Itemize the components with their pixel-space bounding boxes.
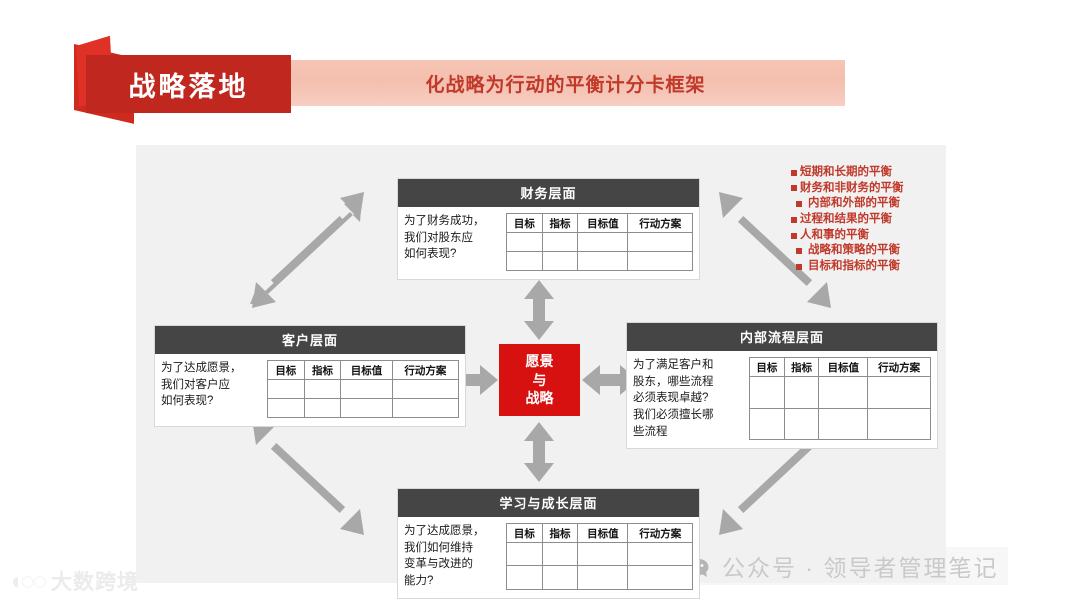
- wechat-watermark: 公众号 · 领导者管理笔记: [672, 547, 1009, 585]
- list-item: 人和事的平衡: [791, 228, 904, 242]
- vision-strategy-center[interactable]: 愿景 与 战略: [499, 344, 580, 416]
- vision-line-1: 愿景: [525, 352, 554, 369]
- column-header-objective: 目标: [267, 360, 305, 380]
- balance-item-label: 战略和策略的平衡: [808, 244, 900, 257]
- square-bullet-icon: [796, 263, 802, 270]
- arrow-center-internal: [582, 363, 638, 397]
- table-row[interactable]: [506, 541, 693, 567]
- column-header-initiative: 行动方案: [867, 357, 931, 377]
- list-item: 内部和外部的平衡: [791, 198, 904, 210]
- balance-item-label: 目标和指标的平衡: [808, 260, 900, 273]
- wechat-watermark-label: 公众号 · 领导者管理笔记: [722, 555, 999, 581]
- arrow-center-financial: [522, 280, 556, 340]
- column-header-target: 目标值: [818, 357, 869, 377]
- table-row[interactable]: [506, 232, 693, 252]
- square-bullet-icon: [796, 201, 802, 208]
- column-header-initiative: 行动方案: [391, 360, 460, 380]
- list-item: 短期和长期的平衡: [791, 166, 904, 179]
- square-bullet-icon: [791, 169, 797, 176]
- section-ribbon-label: 战略落地: [128, 71, 249, 102]
- list-item: 过程和结果的平衡: [791, 214, 904, 226]
- column-header-target: 目标值: [577, 213, 629, 233]
- table-row[interactable]: [749, 407, 931, 441]
- arrow-customer-learning: [244, 417, 372, 537]
- table-row[interactable]: [506, 565, 693, 590]
- brand-watermark-label: 大数跨境: [51, 570, 140, 594]
- table-row[interactable]: [267, 398, 460, 418]
- balance-principles-list: 短期和长期的平衡 财务和非财务的平衡 内部和外部的平衡 过程和结果的平衡 人和事…: [791, 166, 904, 277]
- square-bullet-icon: [791, 185, 797, 192]
- balanced-scorecard-diagram: 财务层面 为了财务成功， 我们对股东应 如何表现? 目标 指标 目标值 行动方案: [136, 145, 946, 599]
- arrow-financial-customer: [244, 190, 372, 310]
- scorecard-table-learning-growth: 目标 指标 目标值 行动方案: [506, 523, 693, 590]
- section-ribbon: 战略落地: [86, 55, 291, 113]
- scorecard-table-customer: 目标 指标 目标值 行动方案: [267, 360, 460, 418]
- brand-watermark: ◖◌◌ 大数跨境: [8, 570, 139, 594]
- column-header-initiative: 行动方案: [627, 213, 693, 233]
- perspective-question-customer: 为了达成愿景， 我们对客户应 如何表现?: [161, 362, 242, 408]
- column-header-objective: 目标: [506, 213, 543, 233]
- perspective-title-financial: 财务层面: [398, 179, 699, 207]
- column-header-measure: 指标: [541, 523, 579, 543]
- brand-logo-icon: ◖◌◌: [8, 568, 47, 595]
- perspective-title-learning-growth: 学习与成长层面: [398, 489, 699, 517]
- vision-line-3: 战略: [525, 390, 554, 407]
- balance-item-label: 财务和非财务的平衡: [800, 181, 904, 194]
- perspective-title-internal-process: 内部流程层面: [627, 323, 937, 351]
- table-row[interactable]: [267, 379, 460, 399]
- column-header-objective: 目标: [506, 523, 543, 543]
- arrow-financial-internal: [711, 190, 839, 310]
- list-item: 目标和指标的平衡: [791, 261, 904, 273]
- perspective-question-learning-growth: 为了达成愿景， 我们如何维持 变革与改进的 能力?: [404, 525, 485, 588]
- square-bullet-icon: [791, 232, 797, 239]
- perspective-card-customer[interactable]: 客户层面 为了达成愿景， 我们对客户应 如何表现? 目标 指标 目标值 行动方案: [154, 325, 466, 427]
- perspective-question-internal-process: 为了满足客户和 股东，哪些流程 必须表现卓越? 我们必须擅长哪 些流程: [633, 359, 714, 438]
- square-bullet-icon: [796, 248, 802, 255]
- perspective-title-customer: 客户层面: [155, 326, 465, 354]
- column-header-target: 目标值: [340, 360, 393, 380]
- balance-item-label: 人和事的平衡: [800, 228, 869, 241]
- vision-line-2: 与: [532, 371, 547, 388]
- square-bullet-icon: [791, 216, 797, 223]
- column-header-measure: 指标: [783, 357, 820, 377]
- table-row[interactable]: [506, 251, 693, 271]
- column-header-measure: 指标: [541, 213, 579, 233]
- list-item: 财务和非财务的平衡: [791, 181, 904, 195]
- column-header-objective: 目标: [749, 357, 785, 377]
- column-header-measure: 指标: [303, 360, 342, 380]
- balance-item-label: 短期和长期的平衡: [800, 166, 892, 178]
- arrow-center-learning: [522, 422, 556, 482]
- perspective-card-financial[interactable]: 财务层面 为了财务成功， 我们对股东应 如何表现? 目标 指标 目标值 行动方案: [397, 178, 700, 280]
- table-row[interactable]: [749, 376, 931, 409]
- balance-item-label: 内部和外部的平衡: [808, 197, 900, 210]
- page-header: 化战略为行动的平衡计分卡框架 战略落地: [0, 0, 1080, 140]
- table-header-row: 目标 指标 目标值 行动方案: [506, 213, 693, 233]
- scorecard-table-internal-process: 目标 指标 目标值 行动方案: [749, 357, 931, 441]
- table-header-row: 目标 指标 目标值 行动方案: [267, 360, 460, 380]
- page-title: 化战略为行动的平衡计分卡框架: [425, 74, 706, 96]
- perspective-card-internal-process[interactable]: 内部流程层面 为了满足客户和 股东，哪些流程 必须表现卓越? 我们必须擅长哪 些…: [626, 322, 938, 450]
- list-item: 战略和策略的平衡: [791, 245, 904, 257]
- column-header-initiative: 行动方案: [627, 523, 693, 543]
- scorecard-table-financial: 目标 指标 目标值 行动方案: [506, 213, 693, 271]
- column-header-target: 目标值: [577, 523, 629, 543]
- table-header-row: 目标 指标 目标值 行动方案: [506, 523, 693, 543]
- perspective-question-financial: 为了财务成功， 我们对股东应 如何表现?: [404, 215, 485, 261]
- perspective-card-learning-growth[interactable]: 学习与成长层面 为了达成愿景， 我们如何维持 变革与改进的 能力? 目标 指标 …: [397, 488, 700, 599]
- balance-item-label: 过程和结果的平衡: [800, 213, 892, 226]
- header-banner-strip: 化战略为行动的平衡计分卡框架: [286, 60, 845, 106]
- table-header-row: 目标 指标 目标值 行动方案: [749, 357, 931, 377]
